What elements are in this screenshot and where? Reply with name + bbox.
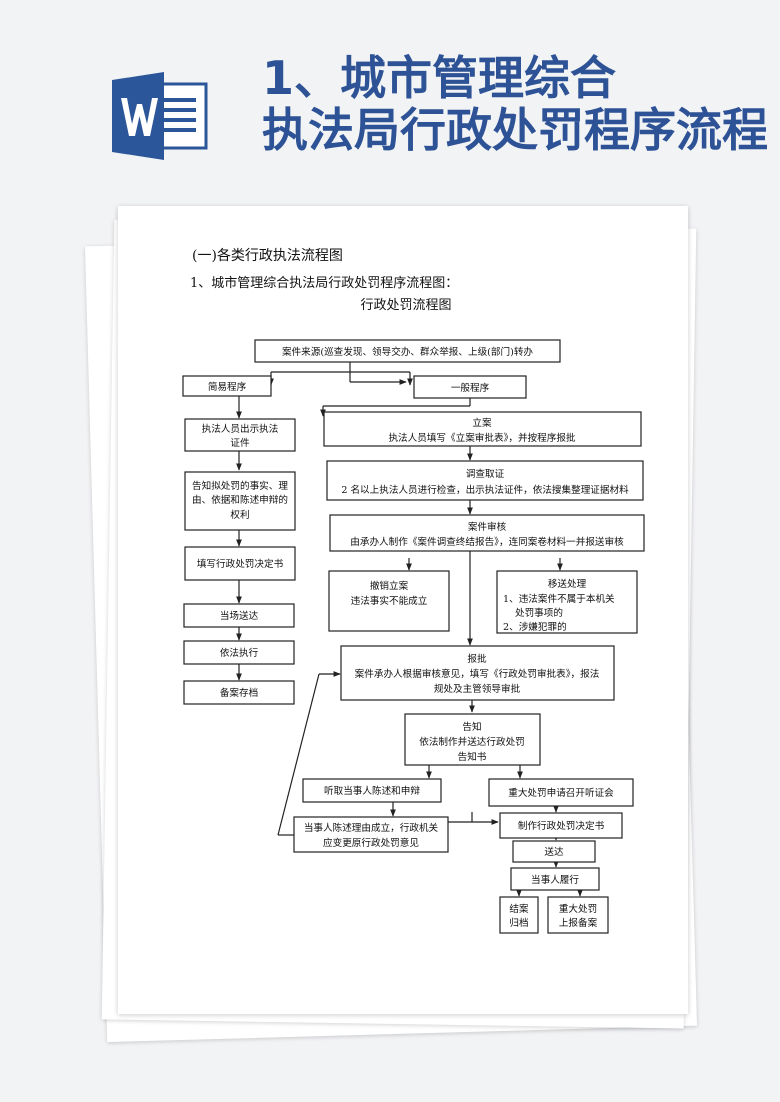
node-change-opinion: 当事人陈述理由成立，行政机关 应变更原行政处罚意见 <box>293 816 449 853</box>
document-subtitle: 1、城市管理综合执法局行政处罚程序流程图： <box>190 275 458 291</box>
svg-text:立案: 立案 <box>472 417 492 429</box>
svg-text:1、违法案件不属于本机关: 1、违法案件不属于本机关 <box>503 593 615 605</box>
svg-text:撤销立案: 撤销立案 <box>370 580 409 592</box>
svg-text:调查取证: 调查取证 <box>466 468 505 480</box>
page-header-title: 1、城市管理综合 执法局行政处罚程序流程 <box>262 52 780 162</box>
svg-text:依法执行: 依法执行 <box>220 647 259 659</box>
node-close-archive: 结案 归档 <box>499 896 539 934</box>
svg-text:简易程序: 简易程序 <box>208 381 247 393</box>
node-enforce: 依法执行 <box>183 640 295 665</box>
svg-text:应变更原行政处罚意见: 应变更原行政处罚意见 <box>323 837 419 849</box>
svg-text:重大处罚申请召开听证会: 重大处罚申请召开听证会 <box>508 787 614 799</box>
svg-text:由承办人制作《案件调查终结报告》，连同案卷材料一并报送审核: 由承办人制作《案件调查终结报告》，连同案卷材料一并报送审核 <box>350 536 624 548</box>
node-simple-procedure: 简易程序 <box>182 375 272 397</box>
svg-text:当事人履行: 当事人履行 <box>531 874 579 886</box>
node-make-decision: 制作行政处罚决定书 <box>499 812 623 839</box>
svg-text:依法制作并送达行政处罚: 依法制作并送达行政处罚 <box>419 736 525 748</box>
diagram-title: 行政处罚流程图 <box>360 298 451 313</box>
node-register-case: 立案 执法人员填写《立案审批表》，并按程序报批 <box>323 411 642 447</box>
svg-text:2、涉嫌犯罪的: 2、涉嫌犯罪的 <box>503 621 567 633</box>
svg-text:执法人员填写《立案审批表》，并按程序报批: 执法人员填写《立案审批表》，并按程序报批 <box>388 432 575 444</box>
svg-text:当场送达: 当场送达 <box>220 610 259 622</box>
node-hear-statement: 听取当事人陈述和申辩 <box>302 778 442 803</box>
node-show-credentials: 执法人员出示执法 证件 <box>184 418 296 452</box>
node-investigation: 调查取证 2 名以上执法人员进行检查，出示执法证件，依法搜集整理证据材料 <box>326 460 644 501</box>
node-fill-decision: 填写行政处罚决定书 <box>184 546 296 581</box>
svg-text:证件: 证件 <box>230 437 250 449</box>
svg-text:执法人员出示执法: 执法人员出示执法 <box>202 423 279 435</box>
node-deliver: 送达 <box>512 840 596 863</box>
node-revoke-case: 撤销立案 违法事实不能成立 <box>328 570 450 632</box>
svg-text:送达: 送达 <box>544 846 564 858</box>
svg-text:告知拟处罚的事实、理: 告知拟处罚的事实、理 <box>192 480 288 492</box>
svg-text:制作行政处罚决定书: 制作行政处罚决定书 <box>518 820 605 832</box>
node-major-report: 重大处罚 上报备案 <box>547 896 609 934</box>
svg-text:备案存档: 备案存档 <box>220 687 258 699</box>
svg-text:案件来源(巡查发现、领导交办、群众举报、上级(部门)转办: 案件来源(巡查发现、领导交办、群众举报、上级(部门)转办 <box>282 346 533 358</box>
svg-text:移送处理: 移送处理 <box>548 578 587 590</box>
header-line-2: 执法局行政处罚程序流程 <box>262 103 768 157</box>
node-case-source: 案件来源(巡查发现、领导交办、群众举报、上级(部门)转办 <box>254 339 561 363</box>
svg-text:告知: 告知 <box>462 721 481 733</box>
svg-text:案件承办人根据审核意见，填写《行政处罚审批表》，报法: 案件承办人根据审核意见，填写《行政处罚审批表》，报法 <box>355 668 600 680</box>
document-page: (一)各类行政执法流程图 1、城市管理综合执法局行政处罚程序流程图： 行政处罚流… <box>118 206 688 1014</box>
node-party-performs: 当事人履行 <box>510 867 600 891</box>
svg-text:归档: 归档 <box>509 917 528 929</box>
svg-text:填写行政处罚决定书: 填写行政处罚决定书 <box>197 558 284 570</box>
node-archive-filing: 备案存档 <box>183 680 295 705</box>
svg-text:听取当事人陈述和申辩: 听取当事人陈述和申辩 <box>324 785 420 797</box>
svg-text:2 名以上执法人员进行检查，出示执法证件，依法搜集整理证据材: 2 名以上执法人员进行检查，出示执法证件，依法搜集整理证据材料 <box>341 484 629 496</box>
node-on-site-delivery: 当场送达 <box>183 603 295 628</box>
node-notify: 告知 依法制作并送达行政处罚 告知书 <box>404 713 541 766</box>
svg-text:一般程序: 一般程序 <box>451 382 490 394</box>
header-line-1: 1、城市管理综合 <box>262 52 617 105</box>
svg-text:由、依据和陈述申辩的: 由、依据和陈述申辩的 <box>192 494 288 506</box>
svg-text:规处及主管领导审批: 规处及主管领导审批 <box>434 683 521 695</box>
node-approval: 报批 案件承办人根据审核意见，填写《行政处罚审批表》，报法 规处及主管领导审批 <box>340 645 615 701</box>
svg-text:案件审核: 案件审核 <box>468 521 507 533</box>
svg-text:当事人陈述理由成立，行政机关: 当事人陈述理由成立，行政机关 <box>304 822 439 834</box>
svg-text:报批: 报批 <box>467 653 487 665</box>
svg-text:违法事实不能成立: 违法事实不能成立 <box>351 595 428 607</box>
section-heading: (一)各类行政执法流程图 <box>192 248 343 264</box>
svg-text:处罚事项的: 处罚事项的 <box>515 607 563 619</box>
svg-text:重大处罚: 重大处罚 <box>559 903 597 915</box>
svg-text:告知书: 告知书 <box>458 751 487 763</box>
node-case-review: 案件审核 由承办人制作《案件调查终结报告》，连同案卷材料一并报送审核 <box>329 514 645 552</box>
word-logo-icon <box>112 72 208 160</box>
flowchart: (一)各类行政执法流程图 1、城市管理综合执法局行政处罚程序流程图： 行政处罚流… <box>182 248 645 934</box>
node-hearing-request: 重大处罚申请召开听证会 <box>488 778 634 807</box>
node-general-procedure: 一般程序 <box>413 375 527 399</box>
svg-text:上报备案: 上报备案 <box>559 917 598 929</box>
node-inform-rights: 告知拟处罚的事实、理 由、依据和陈述申辩的 权利 <box>184 471 296 531</box>
node-transfer: 移送处理 1、违法案件不属于本机关 处罚事项的 2、涉嫌犯罪的 <box>496 570 638 634</box>
svg-text:权利: 权利 <box>230 509 249 521</box>
svg-text:结案: 结案 <box>509 903 529 915</box>
